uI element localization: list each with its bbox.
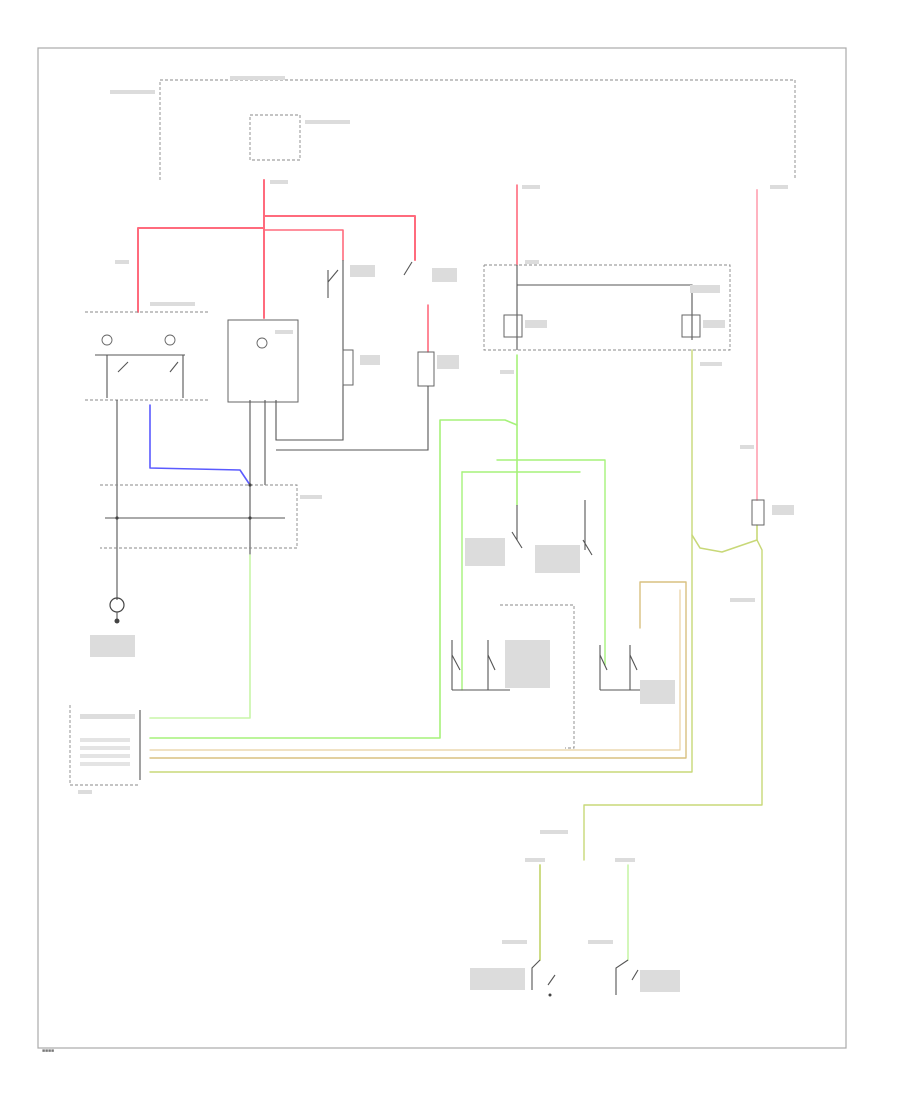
instrument-cluster-left [85,311,210,401]
right-lamp [751,499,765,526]
left-bulb-ground [109,597,125,624]
door-switches [451,500,650,749]
label-smudges [78,76,794,992]
junction-box [100,483,298,549]
instrument-cluster-middle [227,319,299,403]
diagram-frame [37,47,847,1049]
red-wires [137,179,518,353]
module-connector [69,705,141,786]
keyless-module [483,264,731,351]
black-wires-left [116,395,429,600]
green-wires [149,349,763,961]
tan-wires [149,581,687,759]
blue-wire [149,404,251,486]
footer-code: ■■■■ [42,1048,54,1054]
bottom-switches [531,959,639,997]
top-power-feed [159,79,796,180]
middle-switches [327,260,435,395]
